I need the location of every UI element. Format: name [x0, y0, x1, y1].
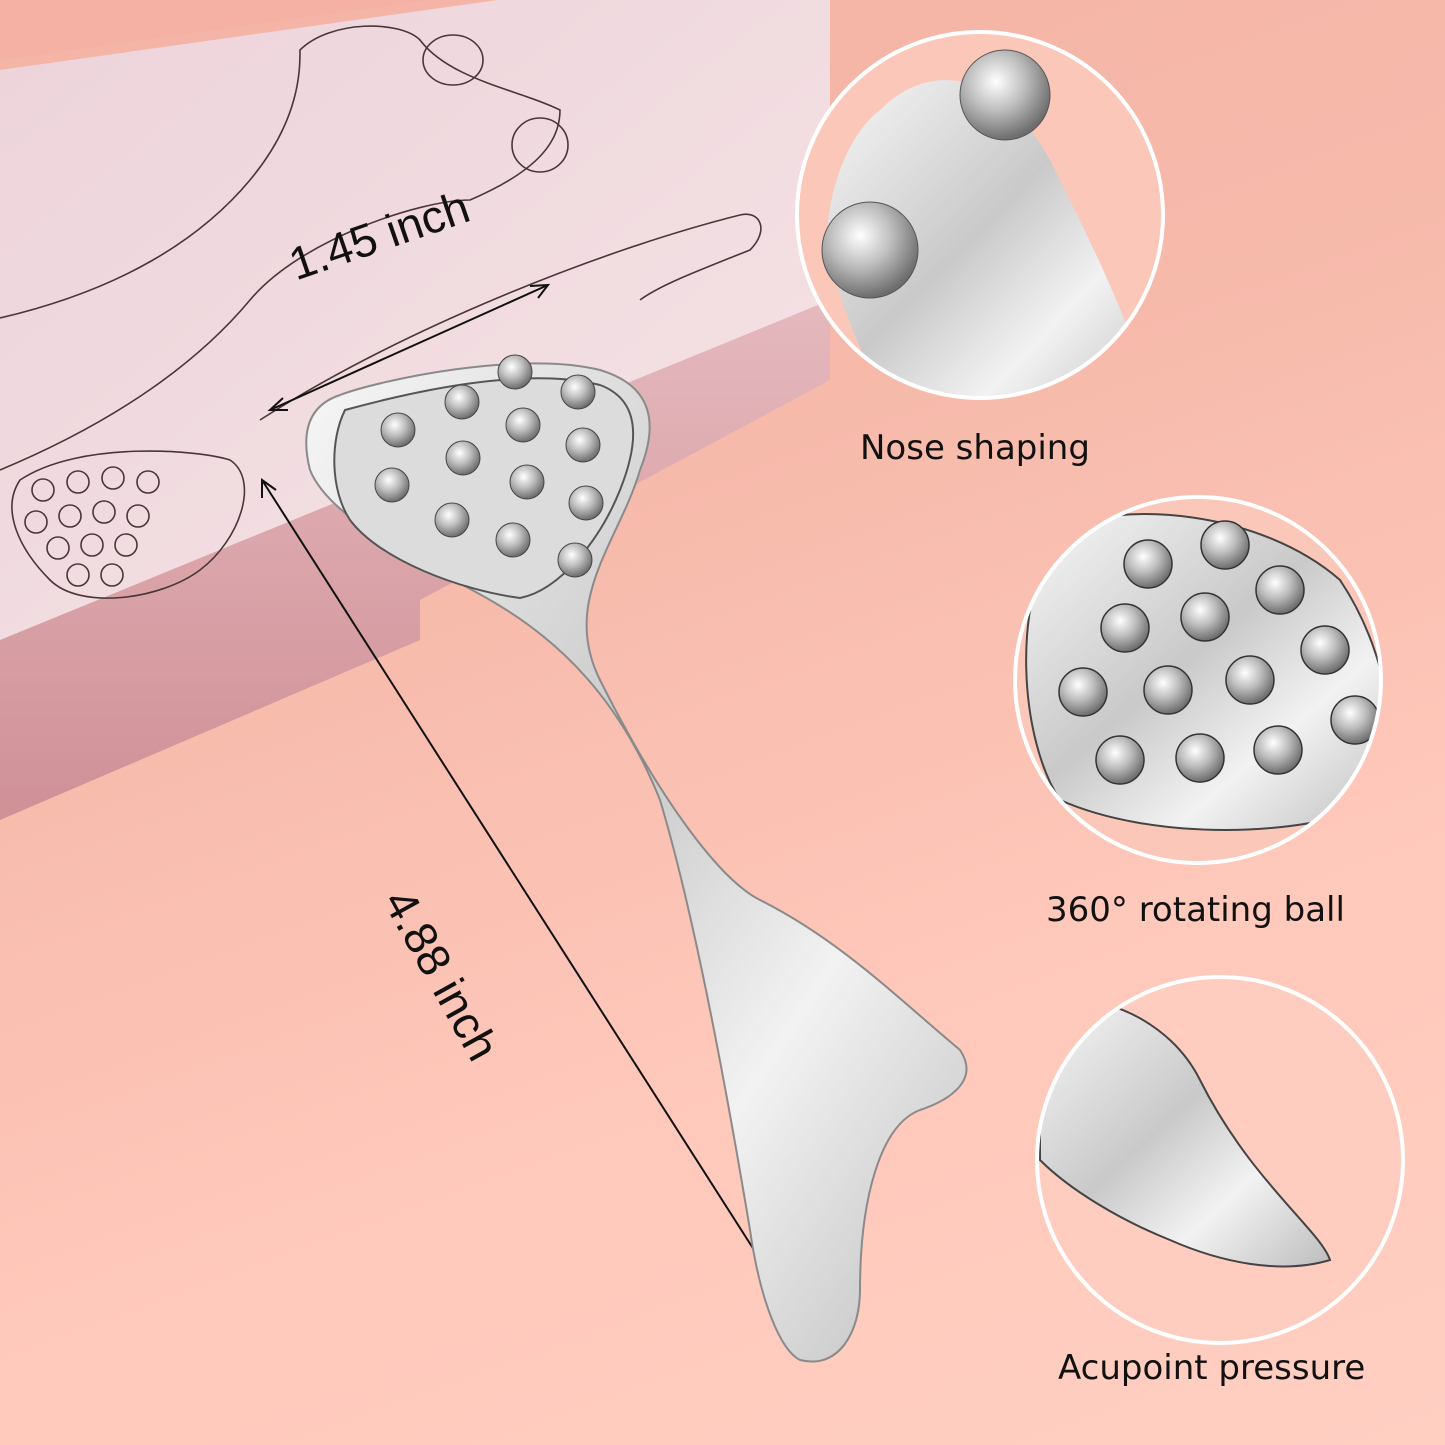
detail-circle-balls	[1013, 495, 1383, 865]
face-massage-tool	[305, 354, 968, 1363]
feature-caption-rotating-ball: 360° rotating ball	[1046, 890, 1345, 930]
tool-balls	[374, 354, 604, 578]
detail-circle-nose	[795, 30, 1165, 400]
feature-caption-nose-shaping: Nose shaping	[860, 428, 1090, 468]
box-outline-drawing	[0, 25, 762, 599]
feature-caption-acupoint-pressure: Acupoint pressure	[1058, 1348, 1366, 1388]
detail-circle-tip	[1035, 975, 1405, 1345]
drawing-balls	[24, 466, 160, 587]
